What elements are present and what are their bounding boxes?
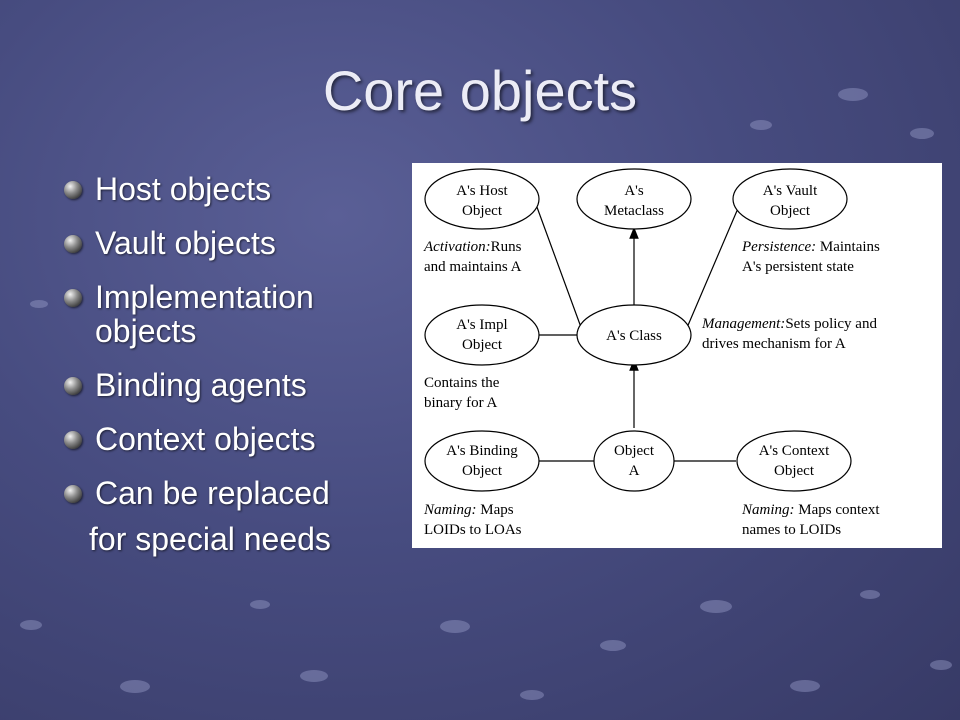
- bullet-text: Context objects: [95, 421, 316, 457]
- annotation-naming-binding-rest: Maps: [477, 502, 514, 518]
- annotation-management-rest: Sets policy and: [785, 316, 877, 332]
- node-impl-label-2: Object: [462, 337, 503, 353]
- annotation-persistence-rest: Maintains: [816, 239, 880, 255]
- annotation-activation-rest: Runs: [491, 239, 522, 255]
- annotation-activation-key: Activation:: [423, 239, 491, 255]
- node-context-label-1: A's Context: [759, 443, 830, 459]
- node-class-label: A's Class: [606, 328, 662, 344]
- bullet-icon: [64, 181, 82, 199]
- bullet-item: Context objects: [60, 422, 400, 456]
- node-objecta-label-1: Object: [614, 443, 655, 459]
- node-impl: [424, 304, 540, 366]
- annotation-activation: Activation:Runs: [423, 239, 522, 255]
- bullet-text: Host objects: [95, 171, 272, 207]
- annotation-naming-context-rest: Maps context: [795, 502, 881, 518]
- annotation-management: Management:Sets policy and: [701, 316, 877, 332]
- bullet-text: Binding agents: [95, 367, 307, 403]
- annotation-management-line2: drives mechanism for A: [702, 336, 846, 352]
- bullet-item: Can be replaced: [60, 476, 400, 510]
- bullet-icon: [64, 431, 82, 449]
- bullet-icon: [64, 377, 82, 395]
- bullet-icon: [64, 485, 82, 503]
- node-metaclass-label-1: A's: [624, 183, 644, 199]
- annotation-persistence-key: Persistence:: [741, 239, 816, 255]
- bullet-list: Host objects Vault objects Implementatio…: [60, 172, 400, 576]
- node-metaclass: [576, 168, 692, 230]
- annotation-persistence: Persistence: Maintains: [741, 239, 880, 255]
- node-metaclass-label-2: Metaclass: [604, 203, 664, 219]
- node-vault-label-2: Object: [770, 203, 811, 219]
- bullet-item: Implementation objects: [60, 280, 400, 348]
- annotation-persistence-line2: A's persistent state: [742, 259, 854, 275]
- node-objecta: [593, 430, 675, 492]
- annotation-management-key: Management:: [701, 316, 785, 332]
- bullet-item: Vault objects: [60, 226, 400, 260]
- edge-vault-class: [685, 198, 743, 331]
- bullet-icon: [64, 235, 82, 253]
- node-vault-label-1: A's Vault: [763, 183, 818, 199]
- core-objects-diagram: A's Host Object A's Metaclass A's Vault …: [412, 163, 942, 548]
- bullet-text: Can be replaced: [95, 475, 330, 511]
- node-binding: [424, 430, 540, 492]
- node-host: [424, 168, 540, 230]
- edge-host-class: [533, 198, 583, 331]
- node-class: [576, 304, 692, 366]
- node-context: [736, 430, 852, 492]
- bullet-icon: [64, 289, 82, 307]
- slide-title: Core objects: [322, 59, 638, 122]
- bullet-item: Host objects: [60, 172, 400, 206]
- diagram-edges: [533, 198, 743, 462]
- bullet-text: Implementation objects: [95, 279, 314, 349]
- annotation-naming-context-key: Naming:: [741, 502, 795, 518]
- bullet-item: Binding agents: [60, 368, 400, 402]
- annotation-naming-binding: Naming: Maps: [423, 502, 514, 518]
- annotation-contains: Contains the: [424, 375, 500, 391]
- node-context-label-2: Object: [774, 463, 815, 479]
- node-binding-label-1: A's Binding: [446, 443, 518, 459]
- annotation-contains-line2: binary for A: [424, 395, 497, 411]
- annotation-naming-context: Naming: Maps context: [741, 502, 880, 518]
- annotation-naming-binding-key: Naming:: [423, 502, 477, 518]
- bullet-continuation: for special needs: [89, 521, 331, 557]
- node-impl-label-1: A's Impl: [456, 317, 507, 333]
- node-vault: [732, 168, 848, 230]
- node-host-label-2: Object: [462, 203, 503, 219]
- bullet-text: Vault objects: [95, 225, 276, 261]
- node-objecta-label-2: A: [629, 463, 640, 479]
- annotation-naming-binding-line2: LOIDs to LOAs: [424, 522, 522, 538]
- node-host-label-1: A's Host: [456, 183, 508, 199]
- node-binding-label-2: Object: [462, 463, 503, 479]
- annotation-activation-line2: and maintains A: [424, 259, 522, 275]
- annotation-naming-context-line2: names to LOIDs: [742, 522, 841, 538]
